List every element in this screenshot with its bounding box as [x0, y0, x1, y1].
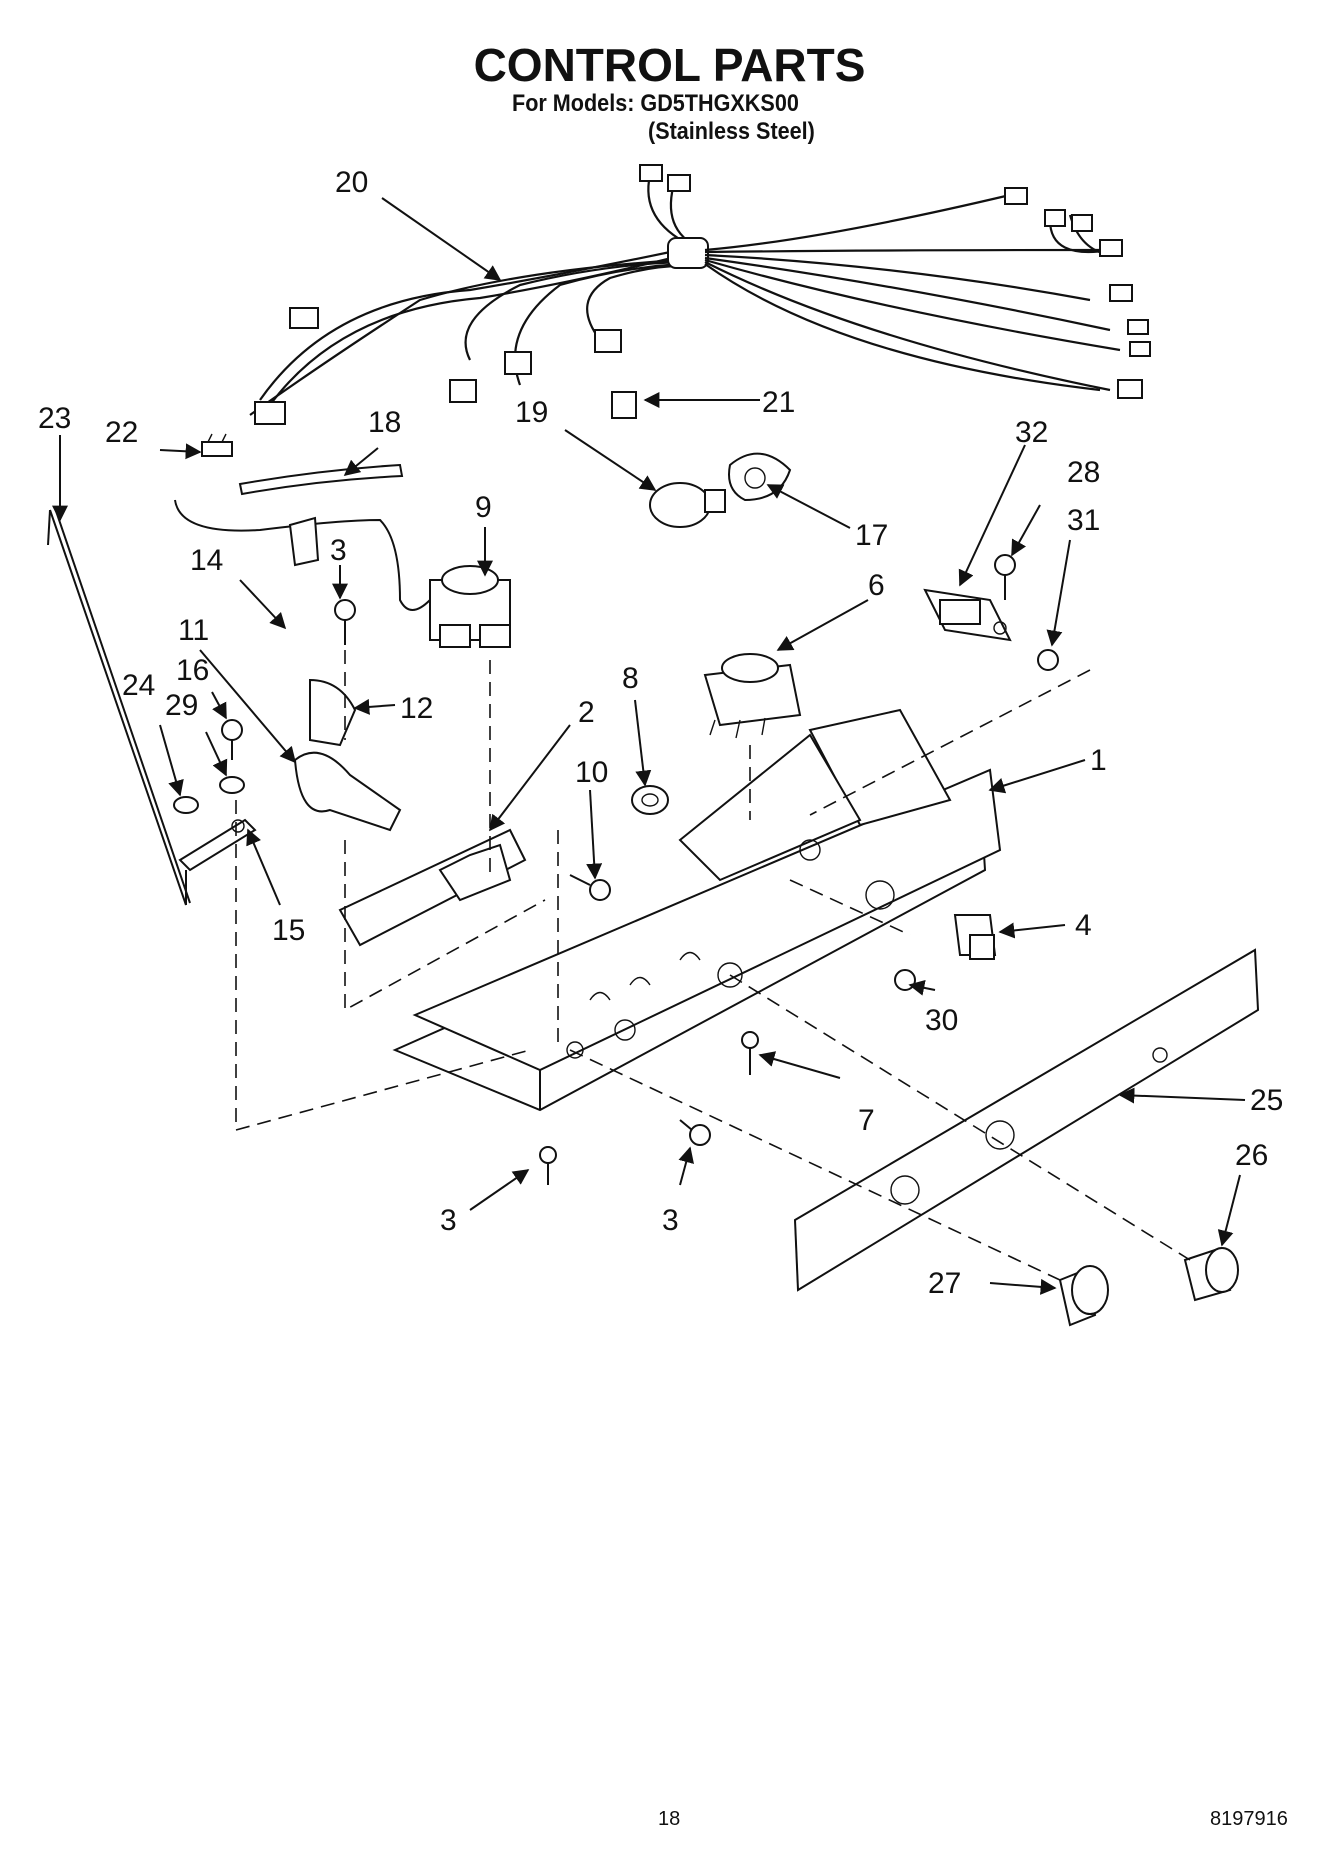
callout-17: 17: [855, 519, 888, 552]
callout-11: 11: [178, 614, 209, 647]
clip-31: [1037, 649, 1059, 671]
link-arm-15: [178, 818, 257, 872]
washer-29: [219, 776, 245, 794]
callout-8: 8: [622, 662, 639, 695]
control-panel-25: [793, 948, 1260, 1292]
callout-21: 21: [762, 386, 795, 419]
screw-3-upper: [334, 599, 356, 645]
wire-harness: [249, 164, 1151, 425]
light-switch-board: [923, 588, 1012, 642]
control-shaft-11: [293, 751, 402, 832]
clip-22: [201, 433, 233, 457]
knob-26: [1183, 1247, 1239, 1302]
callout-31: 31: [1067, 504, 1100, 537]
callout-9: 9: [475, 491, 492, 524]
callout-3-upper: 3: [330, 534, 347, 567]
light-socket: [728, 452, 792, 502]
callout-28: 28: [1067, 456, 1100, 489]
callout-15: 15: [272, 914, 305, 947]
callout-29: 29: [165, 689, 198, 722]
thermostat-bracket-2: [338, 828, 527, 947]
callout-22: 22: [105, 416, 138, 449]
callout-7: 7: [858, 1104, 875, 1137]
grommet-8: [631, 785, 669, 815]
screw-16: [221, 719, 243, 760]
leader-arrows: [52, 197, 1246, 1295]
callout-4: 4: [1075, 909, 1092, 942]
callout-16: 16: [176, 654, 209, 687]
cold-control-thermostat: [429, 565, 511, 648]
document-number: 8197916: [1210, 1808, 1288, 1830]
callout-27: 27: [928, 1267, 961, 1300]
callout-20: 20: [335, 166, 368, 199]
callout-19: 19: [515, 396, 548, 429]
callout-23: 23: [38, 402, 71, 435]
knob-27: [1058, 1265, 1109, 1327]
tube-18: [238, 463, 404, 496]
control-housing: [392, 708, 1002, 1112]
screw-3-left: [539, 1146, 557, 1185]
plug-30: [894, 969, 916, 991]
capillary-line: [174, 499, 431, 611]
callout-25: 25: [1250, 1084, 1283, 1117]
models-sub-label: (Stainless Steel): [648, 118, 815, 145]
light-bulb: [649, 482, 726, 528]
screw-3-center: [679, 1119, 711, 1146]
page-number: 18: [658, 1808, 681, 1830]
callout-3-center: 3: [662, 1204, 679, 1237]
callout-1: 1: [1090, 744, 1107, 777]
bracket-12: [309, 678, 357, 747]
screw-10: [569, 874, 611, 901]
page-title: CONTROL PARTS: [473, 39, 866, 91]
callout-3-left: 3: [440, 1204, 457, 1237]
screw-28: [994, 554, 1016, 600]
callout-30: 30: [925, 1004, 958, 1037]
callout-14: 14: [190, 544, 223, 577]
callout-6: 6: [868, 569, 885, 602]
callout-18: 18: [368, 406, 401, 439]
bracket-14: [288, 516, 320, 567]
rod-23: [47, 507, 191, 906]
callout-12: 12: [400, 692, 433, 725]
callout-2: 2: [578, 696, 595, 729]
wire-clip: [611, 391, 637, 419]
callout-26: 26: [1235, 1139, 1268, 1172]
callout-labels: 20 21 23 22 18 19 32 28 31 17 9 3 14 6 1…: [38, 166, 1283, 1300]
alignment-lines: [235, 650, 1191, 1281]
callout-10: 10: [575, 756, 608, 789]
callout-24: 24: [122, 669, 155, 702]
washer-24: [173, 796, 199, 814]
screw-7: [741, 1031, 759, 1075]
models-label: For Models: GD5THGXKS00: [512, 90, 799, 117]
light-switch-4: [953, 914, 997, 960]
defrost-timer: [703, 653, 802, 739]
callout-32: 32: [1015, 416, 1048, 449]
